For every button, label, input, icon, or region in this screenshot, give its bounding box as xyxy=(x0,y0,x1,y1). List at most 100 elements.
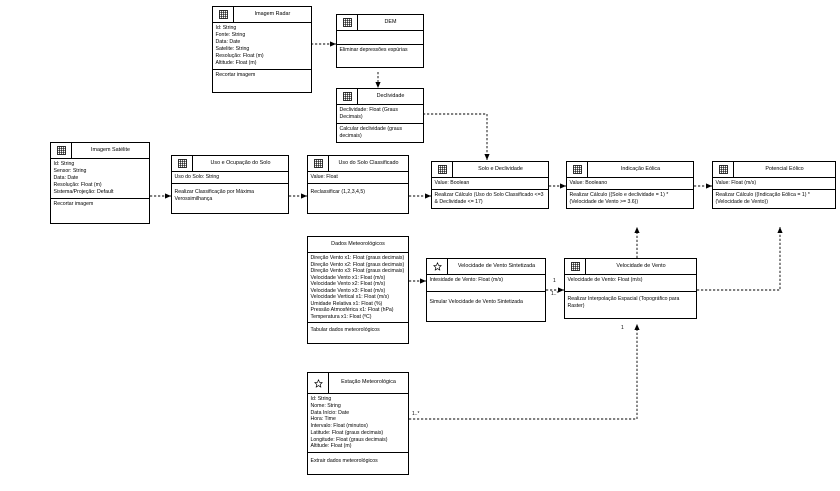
class-attributes: Id: String Sensor: String Data: Date Res… xyxy=(51,159,149,200)
attribute: Data: Date xyxy=(215,39,241,46)
class-header: Velocidade de Vento Sintetizada xyxy=(427,259,545,275)
class-box-dados-meteorologicos[interactable]: Dados Meteorológicos Direção Vento x1: F… xyxy=(307,236,409,345)
class-operations: Tabular dados meteorológicos xyxy=(308,323,408,343)
class-header: Estação Meteorológica xyxy=(308,373,408,394)
class-box-uso-classificado[interactable]: Uso do Solo Classificado Value: Float Re… xyxy=(307,155,409,215)
attribute: Direção Vento x3: Float (graus decimais) xyxy=(310,268,405,275)
attribute: Intervalo: Float (minutos) xyxy=(310,423,368,429)
class-header: Dados Meteorológicos xyxy=(308,237,408,253)
attribute: Id: String xyxy=(53,161,75,167)
attribute: Value: Float xyxy=(310,174,338,180)
attribute: Intesidade de Vento: Float (m/s) xyxy=(429,277,504,283)
attribute: Sistema/Projeção: Default xyxy=(53,189,114,196)
class-attributes: Value: Booleano xyxy=(567,178,693,191)
attribute: Declividade: Float (Graus Decimais) xyxy=(339,107,399,121)
attribute: Value: Booleano xyxy=(569,180,608,186)
class-operations: Recortar imagem xyxy=(213,70,311,92)
class-name: Imagem Satélite xyxy=(91,146,130,153)
edge-velocidade-vento-to-potencial-eolico xyxy=(697,227,783,291)
class-name: Velocidade de Vento Sintetizada xyxy=(457,262,536,269)
operation: Realizar Cálculo ((Indicação Eólica = 1)… xyxy=(715,192,810,206)
class-box-imagem-radar[interactable]: Imagem Radar Id: String Fonte: String Da… xyxy=(212,6,312,94)
class-name: Declividade xyxy=(376,92,405,99)
attribute: Hora: Time xyxy=(310,416,336,423)
class-name: DEM xyxy=(384,18,397,25)
multiplicity-label: 1..* xyxy=(551,291,559,297)
operation: Recortar imagem xyxy=(215,72,256,79)
class-name: Velocidade de Vento xyxy=(616,262,666,269)
raster-grid-icon xyxy=(713,162,734,177)
multiplicity-label: 1 xyxy=(553,278,556,284)
attribute: Pressão Atmosférica x1: Float (hPa) xyxy=(310,307,394,314)
star-icon xyxy=(308,373,329,393)
attribute: Resolução: Float (m) xyxy=(53,182,102,189)
attribute: Longitude: Float (graus decimais) xyxy=(310,436,388,443)
class-attributes: Value: Float xyxy=(308,172,408,185)
attribute: Value: Float (m/s) xyxy=(715,180,757,186)
class-header: Solo e Declividade xyxy=(432,162,548,178)
attribute: Altitude: Float (m) xyxy=(215,60,257,67)
attribute: Uso do Solo: String xyxy=(174,174,220,180)
operation: Realizar Interpolação Espacial (Topográf… xyxy=(567,296,680,310)
operation: Recortar imagem xyxy=(53,201,94,208)
class-header: Uso do Solo Classificado xyxy=(308,156,408,172)
class-operations: Realizar Cálculo (Uso do Solo Classifica… xyxy=(432,190,548,208)
class-attributes: Id: String Fonte: String Data: Date Sate… xyxy=(213,23,311,71)
operation: Eliminar depressões espúrias xyxy=(339,47,408,53)
attribute: Velocidade Vertical x1: Float (m/s) xyxy=(310,294,389,301)
class-box-vel-vento-sintetizada[interactable]: Velocidade de Vento Sintetizada Intesida… xyxy=(426,258,546,322)
raster-grid-icon xyxy=(565,259,586,274)
attribute: Data: Date xyxy=(53,175,79,182)
operation: Simular Velocidade de Vento Sintetizada xyxy=(429,299,523,305)
raster-grid-icon xyxy=(213,7,234,22)
attribute: Velocidade de Vento: Float (m/s) xyxy=(567,277,643,283)
multiplicity-label: 1 xyxy=(621,325,624,331)
class-attributes: Intesidade de Vento: Float (m/s) xyxy=(427,275,545,292)
edge-declividade-to-solo-declividade xyxy=(423,113,490,160)
class-header: Imagem Satélite xyxy=(51,143,149,159)
class-operations: Realizar Interpolação Espacial (Topográf… xyxy=(565,292,696,318)
class-header: Imagem Radar xyxy=(213,7,311,23)
class-name: Dados Meteorológicos xyxy=(331,240,385,247)
class-box-uso-ocupacao[interactable]: Uso e Ocupação do Solo Uso do Solo: Stri… xyxy=(171,155,289,215)
attribute: Id: String xyxy=(215,25,237,31)
class-box-declividade[interactable]: Declividade Declividade: Float (Graus De… xyxy=(336,88,424,144)
raster-grid-icon xyxy=(172,156,193,171)
class-name: Uso do Solo Classificado xyxy=(338,159,399,166)
operation: Tabular dados meteorológicos xyxy=(310,327,380,334)
class-operations: Realizar Cálculo ((Indicação Eólica = 1)… xyxy=(713,190,835,208)
operation: Reclassificar (1,2,3,4,5) xyxy=(310,189,366,196)
raster-grid-icon xyxy=(432,162,453,177)
class-attributes: Value: Float (m/s) xyxy=(713,178,835,191)
attribute: Altitude: Float (m) xyxy=(310,443,352,450)
class-attributes: Value: Boolean xyxy=(432,178,548,191)
class-attributes xyxy=(337,31,423,45)
operation: Calcular declividade (graus decimais) xyxy=(339,126,403,140)
class-name: Estação Meteorológica xyxy=(341,379,396,386)
class-header: Velocidade de Vento xyxy=(565,259,696,275)
raster-grid-icon xyxy=(51,143,72,158)
class-operations: Realizar Cálculo ((Solo e declividade = … xyxy=(567,190,693,208)
class-header: Declividade xyxy=(337,89,423,105)
class-box-solo-declividade[interactable]: Solo e Declividade Value: Boolean Realiz… xyxy=(431,161,549,210)
class-operations: Extrair dados meteorológicos xyxy=(308,453,408,474)
class-box-dem[interactable]: DEM Eliminar depressões espúrias xyxy=(336,14,424,68)
raster-grid-icon xyxy=(337,89,358,104)
class-header: Potencial Eólico xyxy=(713,162,835,178)
class-box-velocidade-vento[interactable]: Velocidade de Vento Velocidade de Vento:… xyxy=(564,258,697,319)
class-name: Indicação Eólica xyxy=(620,165,661,172)
raster-grid-icon xyxy=(308,156,329,171)
class-box-estacao-meteorologica[interactable]: Estação Meteorológica Id: String Nome: S… xyxy=(307,372,409,475)
attribute: Value: Boolean xyxy=(434,180,470,186)
attribute: Velocidade Vento x3: Float (m/s) xyxy=(310,287,386,294)
multiplicity-label: 1..* xyxy=(412,411,420,417)
attribute: Direção Vento x1: Float (graus decimais) xyxy=(310,255,405,261)
class-box-potencial-eolico[interactable]: Potencial Eólico Value: Float (m/s) Real… xyxy=(712,161,836,210)
class-box-imagem-satelite[interactable]: Imagem Satélite Id: String Sensor: Strin… xyxy=(50,142,150,225)
attribute: Temperatura x1: Float (ºC) xyxy=(310,313,372,320)
operation: Realizar Cálculo (Uso do Solo Classifica… xyxy=(434,192,544,206)
class-operations: Realizar Classificação por Máxima Veross… xyxy=(172,184,288,213)
class-box-indicacao-eolica[interactable]: Indicação Eólica Value: Booleano Realiza… xyxy=(566,161,694,210)
